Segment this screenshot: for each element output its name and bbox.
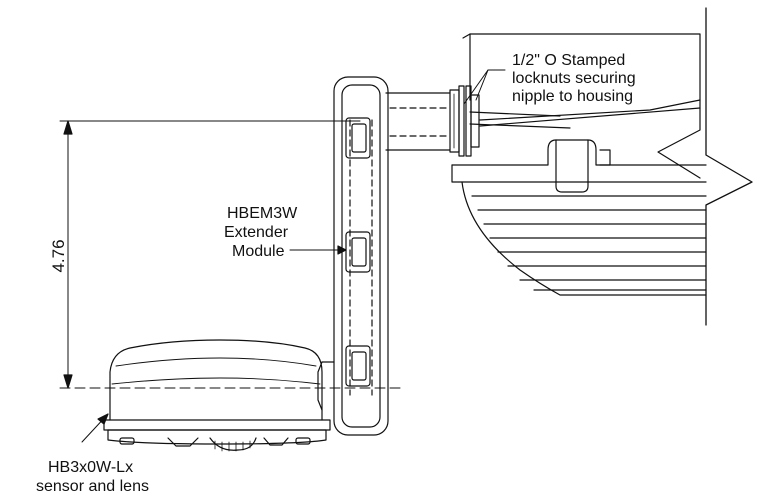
locknuts-label-line1: 1/2" O Stamped [512,52,625,69]
dimension-4-76 [59,120,405,389]
locknuts-label-line3: nipple to housing [512,88,633,105]
extender-label-line3: Module [232,243,285,260]
extender-module [317,76,389,436]
sensor-unit [103,339,331,452]
locknuts-label-line2: locknuts securing [512,70,636,87]
conduit-nipple [385,92,571,151]
leader-lines [81,69,506,443]
extender-label-line2: Extender [224,224,289,241]
sensor-label-line1: HB3x0W-Lx [48,459,133,476]
extender-label-line1: HBEM3W [227,205,298,222]
sensor-label-line2: sensor and lens [36,478,149,495]
locknut-pair [449,85,480,157]
fixture-housing [451,7,753,326]
dimension-label: 4.76 [49,239,68,272]
